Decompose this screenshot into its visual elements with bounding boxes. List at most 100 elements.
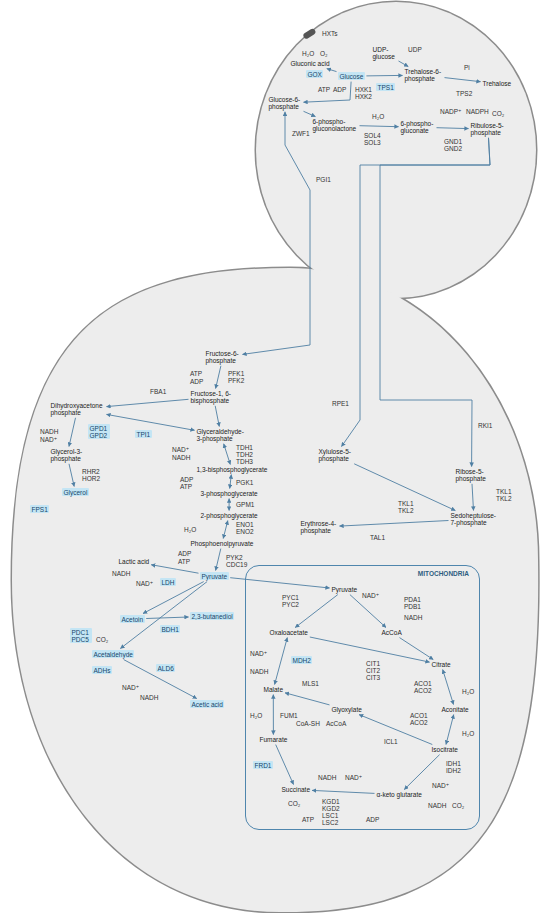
reaction-arrow [312, 790, 375, 793]
pathway-label: RKI1 [478, 422, 492, 429]
pathway-label: H₂O [184, 526, 196, 533]
reaction-arrow [216, 366, 221, 389]
highlight-box: Pyruvate [200, 572, 229, 580]
pathway-label: TKL1 TKL2 [398, 500, 415, 514]
pathway-label: ATP [318, 86, 330, 93]
highlight-box: FPS1 [30, 505, 49, 513]
metabolite-node: Fumarate [259, 736, 288, 743]
node-text: 6-phospho- gluconolactone [313, 118, 358, 132]
highlight-box: GOX [306, 70, 323, 78]
node-text: MDH2 [293, 657, 311, 664]
highlight-box: Glucose [338, 72, 365, 80]
pathway-label: RPE1 [332, 400, 349, 407]
pathway-label: PYK2 CDC19 [226, 554, 249, 568]
reaction-arrow [243, 112, 311, 355]
node-text: ALD6 [158, 665, 174, 672]
metabolite-node: Dihydroxyacetone phosphate [50, 402, 105, 416]
reaction-arrow [124, 660, 197, 699]
pathway-label: RHR2 HOR2 [82, 468, 102, 482]
metabolite-node: Citrate [431, 661, 451, 668]
reaction-arrow [295, 595, 338, 628]
pathway-label: ADP [178, 550, 191, 557]
cytoplasm [12, 2, 538, 912]
node-text: Gluconic acid [291, 60, 330, 67]
node-text: BDH1 [162, 626, 179, 633]
node-text: Citrate [432, 661, 451, 668]
pathway-label: PDA1 PDB1 [404, 596, 422, 610]
node-text: PDC1 PDC5 [72, 629, 91, 643]
transporter-symbol [302, 28, 316, 40]
pathway-label: O₂ [320, 50, 328, 57]
pathway-label: PGK1 [236, 479, 253, 486]
reaction-arrow [285, 693, 330, 705]
metabolite-node: Malate [263, 686, 284, 693]
pathway-label: CIT1 CIT2 CIT3 [366, 660, 382, 681]
node-text: Glucose-6- phosphate [269, 96, 302, 110]
pathway-label: NAD⁺ [345, 774, 362, 781]
highlight-box: 2,3-butanediol [190, 612, 234, 620]
pathway-label: ATP [190, 370, 202, 377]
node-text: TPS1 [378, 84, 394, 91]
pathway-label: PYC1 PYC2 [282, 594, 300, 608]
pathway-label: AcCoA [326, 720, 346, 727]
pathway-label: CO₂ [492, 110, 504, 117]
pathway-label: NADH [140, 694, 158, 701]
metabolite-node: Glyceraldehyde- 3-phosphate [196, 428, 246, 442]
pathway-label: TAL1 [370, 534, 385, 541]
node-text: Fructose-6- phosphate [206, 350, 241, 364]
pathway-label: KGD1 KGD2 LSC1 LSC2 [322, 798, 341, 827]
pathway-label: H₂O [250, 712, 262, 719]
reaction-arrow [443, 670, 454, 705]
metabolite-node: Erythrose-4- phosphate [300, 520, 338, 534]
pathway-label: MLS1 [302, 680, 319, 687]
node-text: Glycerol [64, 489, 88, 496]
pathway-label: PFK1 PFK2 [228, 370, 246, 384]
node-text: LDH [162, 579, 175, 586]
metabolite-node: Fructose-6- phosphate [205, 350, 241, 364]
node-text: Trehalose [483, 80, 512, 87]
reaction-arrow [400, 638, 434, 660]
node-text: Erythrose-4- phosphate [301, 520, 338, 534]
metabolite-node: Trehalose [482, 80, 512, 87]
pathway-label: NAD⁺ [432, 782, 449, 789]
pathway-label: ACO1 ACO2 [414, 680, 433, 694]
metabolite-node: Gluconic acid [290, 60, 330, 67]
organelle-box: MITOCHONDRIAPyruvateAcCoAOxaloacetateCit… [245, 565, 480, 830]
metabolite-node: Phosphoenolpyruvate [190, 540, 254, 547]
pathway-label: NADH [112, 570, 130, 577]
node-text: Glyceraldehyde- 3-phosphate [197, 428, 246, 442]
reaction-arrow [151, 565, 198, 574]
reaction-arrow [273, 695, 274, 735]
node-text: AcCoA [382, 629, 402, 636]
reaction-arrow [223, 521, 228, 539]
metabolite-node: 6-phospho- gluconate [400, 120, 435, 134]
pathway-label: Pi [464, 64, 470, 71]
pathway-label: PGI1 [316, 176, 331, 183]
metabolite-node: 1,3-bisphosphoglycerate [196, 466, 268, 473]
pathway-label: NADH [404, 614, 422, 621]
pathway-label: ADP [333, 86, 346, 93]
reaction-arrow [359, 715, 432, 745]
reaction-arrow [229, 499, 230, 511]
pathway-label: ATP [180, 483, 192, 490]
highlight-box: Glycerol [62, 488, 89, 496]
node-text: Ribulose-5- phosphate [471, 122, 506, 136]
organelle-title: MITOCHONDRIA [418, 570, 469, 577]
pathway-label: ADP [190, 378, 203, 385]
highlight-box: TPS1 [376, 83, 395, 91]
pathway-label: ATP [302, 816, 314, 823]
metabolite-node: Succinate [281, 786, 311, 793]
node-text: Aconitate [442, 706, 469, 713]
node-text: 2-phosphoglycerate [201, 512, 258, 519]
node-text: TPI1 [137, 431, 151, 438]
mother-outline [12, 268, 538, 912]
node-text: Isocitrate [432, 746, 458, 753]
highlight-box: PDC1 PDC5 [70, 628, 92, 643]
pathway-label: GND1 GND2 [444, 138, 464, 152]
pathway-label: SOL4 SOL3 [364, 132, 382, 146]
metabolite-node: Xylulose-5- phosphate [318, 448, 353, 462]
node-text: Glycerol-3- phosphate [51, 448, 84, 462]
reaction-arrow [340, 521, 449, 527]
node-text: Oxaloacetate [270, 629, 308, 636]
